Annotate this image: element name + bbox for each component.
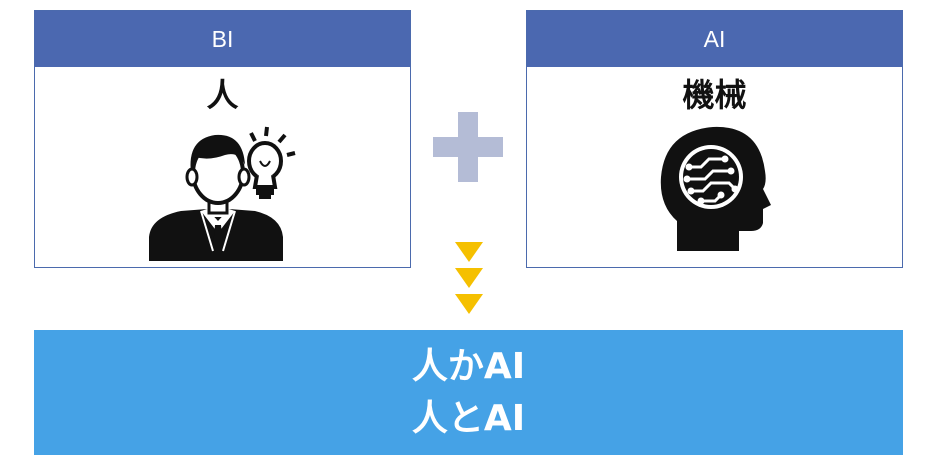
bi-card-label: 人 [206, 76, 239, 114]
ai-head-circuit-icon [660, 126, 771, 251]
person-with-lightbulb-icon [148, 126, 295, 261]
triple-down-arrow-icon [455, 242, 483, 314]
bi-card: BI 人 [34, 10, 411, 268]
ai-card: AI 機械 [526, 10, 903, 268]
banner-line-1: 人かAI [411, 345, 526, 387]
result-banner: 人かAI 人とAI [34, 330, 903, 455]
banner-line-2: 人とAI [411, 397, 526, 439]
ai-card-label: 機械 [682, 76, 747, 114]
plus-icon [433, 112, 503, 182]
ai-card-header: AI [527, 11, 902, 67]
bi-card-header: BI [35, 11, 410, 67]
